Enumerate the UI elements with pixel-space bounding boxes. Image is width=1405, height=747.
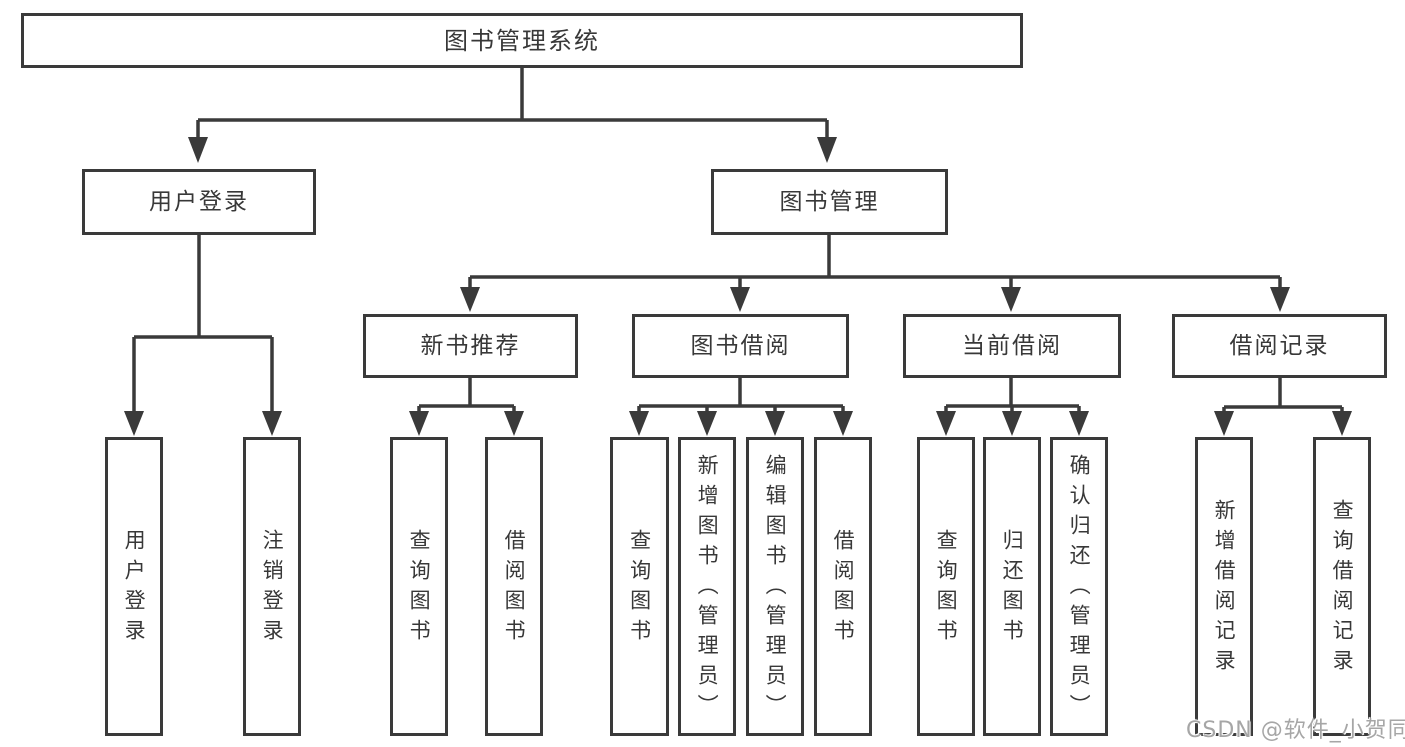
- node-current-borrow: 当前借阅: [903, 314, 1121, 378]
- connector-records-to-leaves: [1214, 378, 1352, 436]
- leaf-records-add-record: 新增借阅记录: [1195, 437, 1253, 736]
- connector-current-to-leaves: [936, 378, 1089, 436]
- connector-newbooks-to-leaves: [409, 378, 524, 436]
- arrow-down-icon: [409, 411, 429, 436]
- arrow-down-icon: [1001, 287, 1021, 312]
- node-new-book-recommend: 新书推荐: [363, 314, 578, 378]
- leaf-current-confirm-return-admin: 确认归还（管理员）: [1050, 437, 1108, 736]
- leaf-newbooks-query-books: 查询图书: [390, 437, 448, 736]
- arrow-down-icon: [1069, 411, 1089, 436]
- arrow-down-icon: [124, 411, 144, 436]
- leaf-records-query-record: 查询借阅记录: [1313, 437, 1371, 736]
- arrow-down-icon: [1332, 411, 1352, 436]
- watermark: CSDN @软件_小贺同学: [1186, 718, 1405, 743]
- arrow-down-icon: [1002, 411, 1022, 436]
- arrow-down-icon: [460, 287, 480, 312]
- arrow-down-icon: [936, 411, 956, 436]
- arrow-down-icon: [833, 411, 853, 436]
- arrow-down-icon: [730, 287, 750, 312]
- leaf-borrow-edit-books-admin: 编辑图书（管理员）: [746, 437, 804, 736]
- leaf-borrow-query-books: 查询图书: [610, 437, 669, 736]
- leaf-borrow-borrow-books: 借阅图书: [814, 437, 872, 736]
- leaf-user-login: 用户登录: [105, 437, 163, 736]
- leaf-newbooks-borrow-books: 借阅图书: [485, 437, 543, 736]
- arrow-down-icon: [629, 411, 649, 436]
- arrow-down-icon: [697, 411, 717, 436]
- leaf-current-query-books: 查询图书: [917, 437, 975, 736]
- arrow-down-icon: [262, 411, 282, 436]
- connector-userlogin-to-leaves: [124, 235, 282, 436]
- node-user-login: 用户登录: [82, 169, 316, 235]
- connector-bookmgmt-to-level3: [460, 235, 1290, 312]
- arrow-down-icon: [188, 137, 208, 163]
- connector-borrow-to-leaves: [629, 378, 853, 436]
- leaf-current-return-books: 归还图书: [983, 437, 1041, 736]
- node-library-system: 图书管理系统: [21, 13, 1023, 68]
- arrow-down-icon: [504, 411, 524, 436]
- node-borrow-records: 借阅记录: [1172, 314, 1387, 378]
- leaf-logout: 注销登录: [243, 437, 301, 736]
- arrow-down-icon: [817, 137, 837, 163]
- node-book-management: 图书管理: [711, 169, 948, 235]
- arrow-down-icon: [1270, 287, 1290, 312]
- leaf-borrow-add-books-admin: 新增图书（管理员）: [678, 437, 736, 736]
- arrow-down-icon: [1214, 411, 1234, 436]
- arrow-down-icon: [765, 411, 785, 436]
- connector-root-to-level2: [188, 68, 837, 163]
- node-book-borrow: 图书借阅: [632, 314, 849, 378]
